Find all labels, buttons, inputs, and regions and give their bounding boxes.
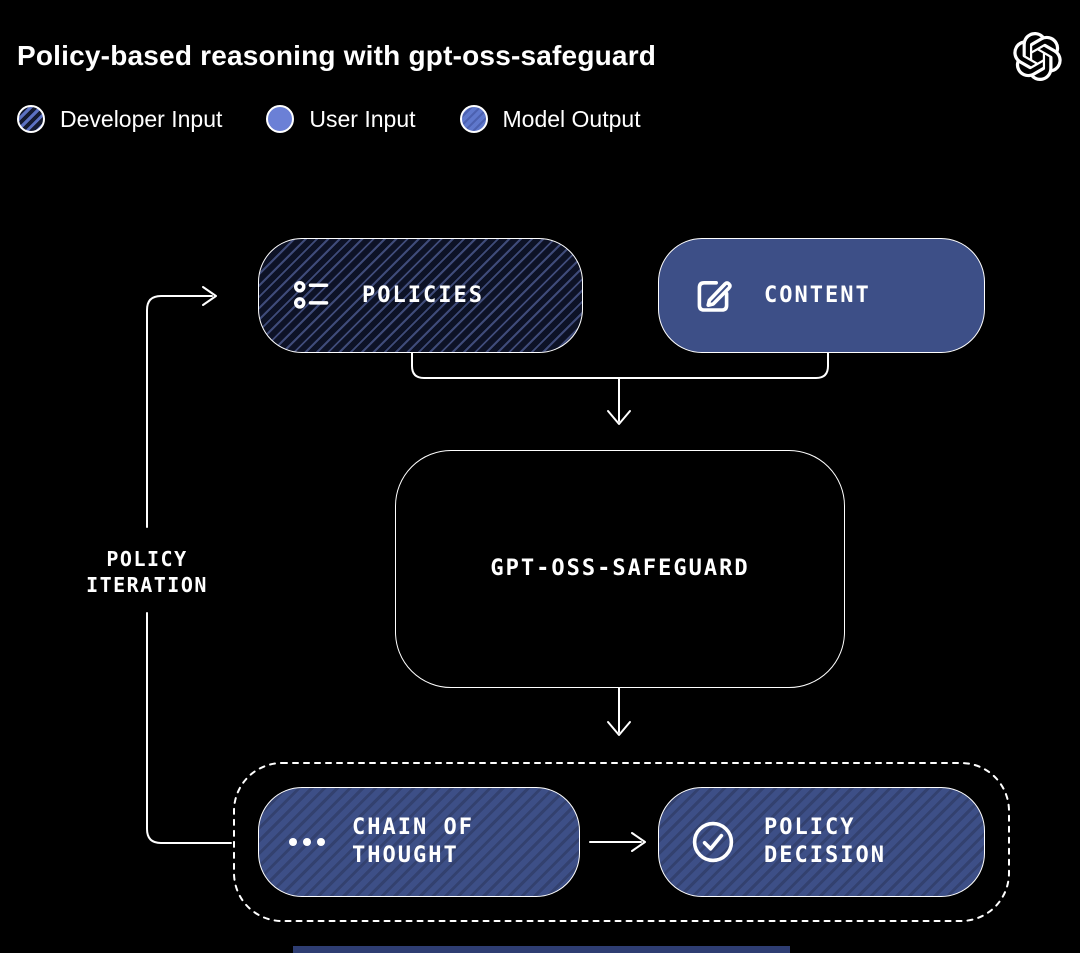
- safeguard-to-output-arrowhead-icon: [607, 721, 631, 736]
- openai-logo-icon: [1013, 32, 1062, 81]
- legend-label: Model Output: [502, 105, 641, 132]
- model-output-group-border: [233, 762, 1010, 922]
- policies-node: POLICIES: [258, 238, 583, 353]
- policy-decision-label: POLICY DECISION: [764, 814, 886, 870]
- chain-of-thought-node: CHAIN OF THOUGHT: [258, 787, 580, 897]
- inputs-merge-bracket-line: [411, 352, 829, 379]
- chain-of-thought-line1: CHAIN OF: [352, 815, 474, 840]
- list-icon: [289, 273, 335, 319]
- legend-item-model-output: Model Output: [459, 105, 641, 133]
- page-title: Policy-based reasoning with gpt-oss-safe…: [17, 40, 657, 71]
- legend-label: User Input: [309, 105, 416, 132]
- content-label: CONTENT: [764, 282, 871, 308]
- policy-iteration-loop-bottom-line: [146, 612, 232, 844]
- policy-iteration-line1: POLICY: [106, 547, 188, 571]
- developer-input-swatch-icon: [17, 105, 45, 133]
- legend-label: Developer Input: [60, 105, 223, 132]
- model-output-swatch-icon: [459, 105, 488, 133]
- inputs-to-safeguard-arrowhead-icon: [607, 410, 631, 425]
- gpt-oss-safeguard-node: GPT-OSS-SAFEGUARD: [395, 450, 845, 688]
- policy-iteration-label: POLICY ITERATION: [27, 546, 267, 598]
- policy-iteration-loop-top-line: [146, 295, 213, 528]
- user-input-swatch-icon: [266, 105, 295, 133]
- legend: Developer Input User Input Model Output: [17, 105, 641, 133]
- compose-icon: [689, 272, 737, 320]
- policies-label: POLICIES: [362, 282, 484, 308]
- chain-of-thought-label: CHAIN OF THOUGHT: [352, 814, 474, 870]
- check-circle-icon: [689, 818, 737, 866]
- chain-of-thought-line2: THOUGHT: [352, 843, 459, 868]
- gpt-oss-safeguard-label: GPT-OSS-SAFEGUARD: [490, 556, 750, 581]
- legend-item-developer-input: Developer Input: [17, 105, 222, 133]
- policy-decision-line1: POLICY: [764, 815, 856, 840]
- policy-iteration-line2: ITERATION: [86, 573, 208, 597]
- policy-iteration-arrowhead-icon: [202, 286, 217, 306]
- bottom-partial-element: [293, 946, 790, 953]
- chain-to-decision-arrowhead-icon: [631, 832, 646, 852]
- legend-item-user-input: User Input: [266, 105, 416, 133]
- policy-decision-line2: DECISION: [764, 843, 886, 868]
- content-node: CONTENT: [658, 238, 985, 353]
- policy-decision-node: POLICY DECISION: [658, 787, 985, 897]
- ellipsis-icon: [289, 838, 325, 846]
